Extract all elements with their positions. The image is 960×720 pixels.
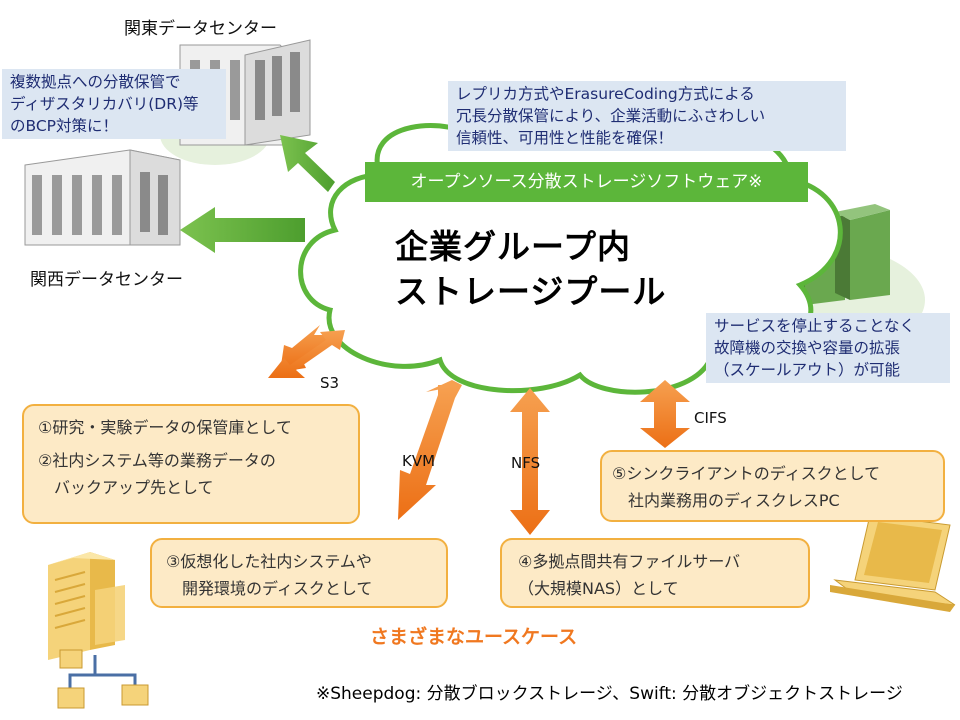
protocol-label-cifs: CIFS [694, 409, 727, 427]
footnote: ※Sheepdog: 分散ブロックストレージ、Swift: 分散オブジェクトスト… [316, 684, 903, 704]
laptop-icon [830, 514, 956, 612]
usecase-box-5: ⑤シンクライアントのディスクとして 社内業務用のディスクレスPC [600, 450, 945, 522]
title-line-1: 企業グループ内 [395, 227, 632, 266]
usecase-line: ③仮想化した社内システムや [166, 552, 372, 571]
note-line: 故障機の交換や容量の拡張 [714, 339, 901, 357]
file-server-icon [48, 552, 149, 709]
usecase-box-1-2: ①研究・実験データの保管庫として ②社内システム等の業務データの バックアップ先… [22, 404, 360, 524]
note-line: 冗長分散保管により、企業活動にふさわしい [456, 107, 766, 125]
note-line: ディザスタリカバリ(DR)等 [10, 95, 199, 113]
orange-arrow-kvm [398, 380, 462, 520]
usecase-line: 社内業務用のディスクレスPC [612, 491, 840, 510]
datacenter-label-east: 関東データセンター [124, 19, 277, 39]
usecase-line: バックアップ先として [38, 478, 214, 497]
protocol-label-kvm: KVM [402, 452, 436, 470]
storage-pool-title: 企業グループ内 ストレージプール [395, 224, 666, 314]
usecase-caption: さまざまなユースケース [370, 626, 578, 648]
software-banner: オープンソース分散ストレージソフトウェア※ [365, 162, 808, 202]
usecase-line: ④多拠点間共有ファイルサーバ [518, 552, 741, 571]
usecase-line: ①研究・実験データの保管庫として [38, 418, 292, 437]
note-line: （スケールアウト）が可能 [714, 361, 901, 379]
note-line: サービスを停止することなく [714, 317, 916, 335]
datacenter-label-west: 関西データセンター [30, 270, 183, 290]
usecase-box-3: ③仮想化した社内システムや 開発環境のディスクとして [150, 538, 448, 608]
usecase-line: ②社内システム等の業務データの [38, 451, 276, 470]
usecase-line: ⑤シンクライアントのディスクとして [612, 464, 881, 483]
usecase-line: 開発環境のディスクとして [166, 579, 373, 598]
note-replica: レプリカ方式やErasureCoding方式による 冗長分散保管により、企業活動… [448, 81, 846, 151]
title-line-2: ストレージプール [395, 272, 667, 311]
note-scaleout: サービスを停止することなく 故障機の交換や容量の拡張 （スケールアウト）が可能 [706, 313, 950, 383]
note-line: 信頼性、可用性と性能を確保！ [456, 129, 674, 147]
protocol-label-s3: S3 [320, 374, 340, 392]
usecase-box-4: ④多拠点間共有ファイルサーバ （大規模NAS）として [500, 538, 810, 608]
orange-arrow-cifs [640, 380, 690, 448]
usecase-line: （大規模NAS）として [518, 579, 679, 598]
note-dr: 複数拠点への分散保管で ディザスタリカバリ(DR)等 のBCP対策に！ [2, 69, 226, 139]
protocol-label-nfs: NFS [511, 454, 541, 472]
green-arrow-to-east [280, 135, 335, 192]
note-line: レプリカ方式やErasureCoding方式による [456, 85, 755, 103]
green-arrow-to-west [180, 207, 305, 253]
note-line: 複数拠点への分散保管で [10, 73, 181, 91]
building-icon-west [24, 149, 181, 246]
note-line: のBCP対策に！ [10, 117, 119, 135]
orange-arrow-nfs [510, 388, 550, 535]
orange-arrow-s3 [268, 325, 345, 378]
